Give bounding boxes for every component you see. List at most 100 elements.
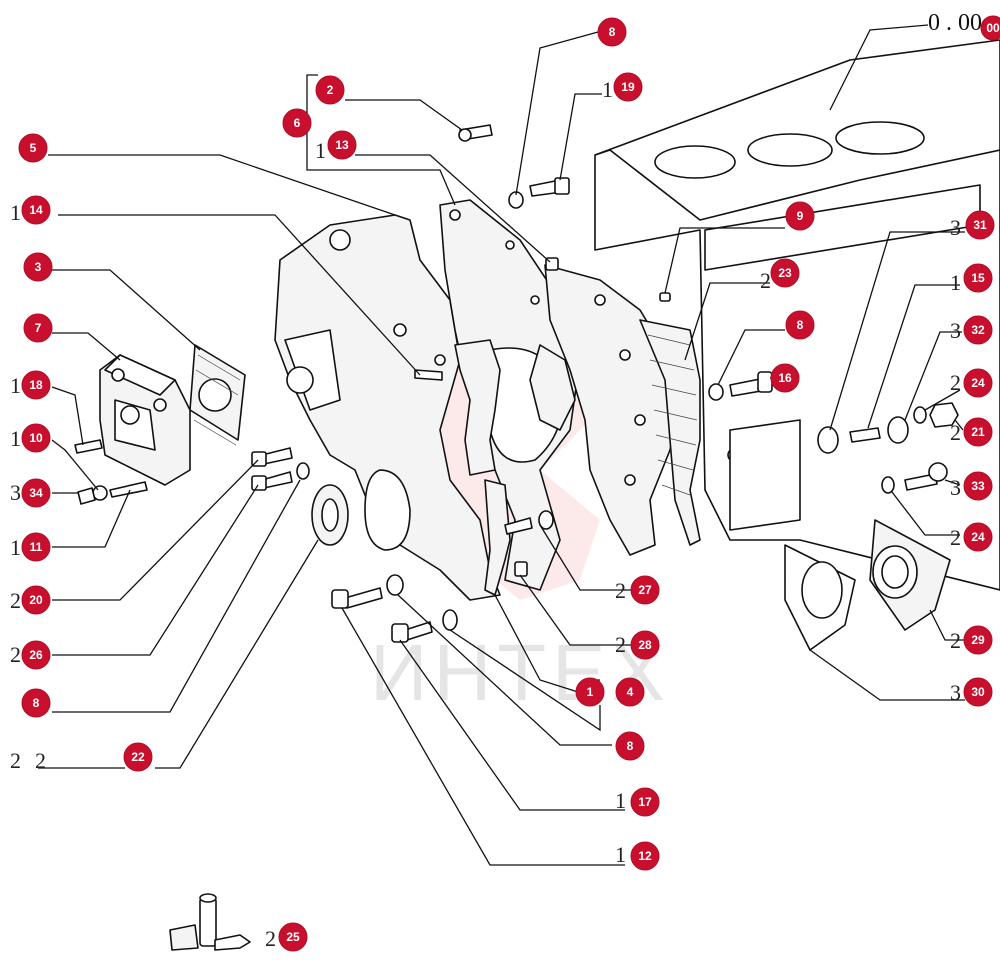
callout-label: 24 (971, 376, 985, 390)
callout-28[interactable]: 28 (630, 630, 660, 660)
callout-17[interactable]: 17 (630, 787, 660, 817)
callout-19[interactable]: 19 (613, 72, 643, 102)
callout-26[interactable]: 26 (21, 640, 51, 670)
svg-text:2: 2 (10, 588, 21, 613)
callout-label: 8 (627, 739, 634, 753)
callout-33[interactable]: 33 (963, 471, 993, 501)
svg-text:2: 2 (950, 628, 961, 653)
callout-18[interactable]: 18 (21, 370, 51, 400)
callout-16[interactable]: 16 (770, 363, 800, 393)
callout-5[interactable]: 5 (18, 133, 48, 163)
callout-label: 20 (29, 593, 43, 607)
callout-label: 6 (294, 116, 301, 130)
callout-label: 10 (29, 431, 43, 445)
callout-6[interactable]: 6 (282, 108, 312, 138)
callout-label: 4 (627, 685, 634, 699)
callout-25[interactable]: 25 (278, 922, 308, 952)
svg-text:2: 2 (10, 642, 21, 667)
callout-11[interactable]: 11 (21, 532, 51, 562)
hardware (74, 124, 959, 643)
svg-text:2: 2 (615, 578, 626, 603)
callout-29[interactable]: 29 (963, 625, 993, 655)
flange-29 (869, 519, 951, 631)
callout-21[interactable]: 21 (963, 417, 993, 447)
callout-00[interactable]: 00 (980, 15, 1000, 41)
callout-12[interactable]: 12 (630, 841, 660, 871)
callout-7[interactable]: 7 (23, 313, 53, 343)
callout-15[interactable]: 15 (963, 263, 993, 293)
svg-text:2: 2 (265, 926, 276, 951)
callout-label: 32 (971, 323, 985, 337)
svg-text:2: 2 (950, 370, 961, 395)
leader-lines (38, 24, 965, 866)
tool-25 (169, 893, 251, 951)
callout-32[interactable]: 32 (963, 315, 993, 345)
callout-14[interactable]: 14 (21, 195, 51, 225)
callout-8[interactable]: 8 (785, 310, 815, 340)
callout-1[interactable]: 1 (575, 677, 605, 707)
callout-31[interactable]: 31 (965, 210, 995, 240)
callout-27[interactable]: 27 (630, 575, 660, 605)
svg-text:2: 2 (950, 420, 961, 445)
callout-4[interactable]: 4 (615, 677, 645, 707)
callout-label: 8 (797, 318, 804, 332)
assembly-code: 0 . 00 (928, 10, 982, 36)
bracket (454, 339, 576, 596)
callout-9[interactable]: 9 (785, 201, 815, 231)
callout-label: 16 (778, 371, 792, 385)
svg-text:1: 1 (615, 788, 626, 813)
callout-label: 27 (638, 583, 652, 597)
callout-2[interactable]: 2 (315, 75, 345, 105)
svg-text:3: 3 (950, 318, 961, 343)
callout-24[interactable]: 24 (963, 522, 993, 552)
callout-8[interactable]: 8 (615, 731, 645, 761)
callout-label: 19 (621, 80, 635, 94)
callout-label: 26 (29, 648, 43, 662)
svg-text:1: 1 (10, 200, 21, 225)
callout-label: 23 (778, 266, 792, 280)
callout-8[interactable]: 8 (21, 688, 51, 718)
svg-text:3: 3 (950, 215, 961, 240)
callout-label: 18 (29, 378, 43, 392)
callout-label: 14 (29, 203, 43, 217)
callout-34[interactable]: 34 (21, 478, 51, 508)
svg-text:1: 1 (10, 373, 21, 398)
callout-label: 00 (986, 21, 1000, 35)
callout-label: 21 (971, 425, 985, 439)
callout-24[interactable]: 24 (963, 368, 993, 398)
svg-text:1: 1 (315, 138, 326, 163)
callout-10[interactable]: 10 (21, 423, 51, 453)
callout-label: 17 (638, 795, 652, 809)
callout-22[interactable]: 22 (123, 742, 153, 772)
callout-label: 9 (797, 209, 804, 223)
callout-label: 30 (971, 685, 985, 699)
callout-23[interactable]: 23 (770, 258, 800, 288)
callout-label: 11 (30, 540, 43, 554)
callout-label: 1 (587, 685, 594, 699)
svg-text:2: 2 (10, 748, 21, 773)
oil-seal-22 (311, 484, 349, 546)
callout-13[interactable]: 13 (327, 130, 357, 160)
svg-text:1: 1 (10, 426, 21, 451)
label-prefixes: 1 1 1 2 3 1 3 2 2 3 2 2 3 1 1 3 1 2 2 2 … (10, 77, 961, 951)
svg-text:1: 1 (602, 77, 613, 102)
callout-label: 2 (327, 83, 334, 97)
callout-30[interactable]: 30 (963, 677, 993, 707)
callout-label: 12 (638, 849, 652, 863)
svg-text:2: 2 (950, 525, 961, 550)
callout-8[interactable]: 8 (597, 17, 627, 47)
watermark-text: ИНТЕХ (370, 628, 671, 717)
callout-20[interactable]: 20 (21, 585, 51, 615)
svg-text:3: 3 (950, 475, 961, 500)
callout-label: 28 (638, 638, 652, 652)
adapter-plate-3 (189, 344, 246, 446)
svg-text:1: 1 (10, 535, 21, 560)
svg-text:2: 2 (615, 632, 626, 657)
inner-plate (544, 264, 701, 556)
callout-label: 13 (335, 138, 349, 152)
callout-label: 8 (33, 696, 40, 710)
callout-label: 33 (971, 479, 985, 493)
callout-3[interactable]: 3 (23, 252, 53, 282)
callout-label: 31 (973, 218, 987, 232)
